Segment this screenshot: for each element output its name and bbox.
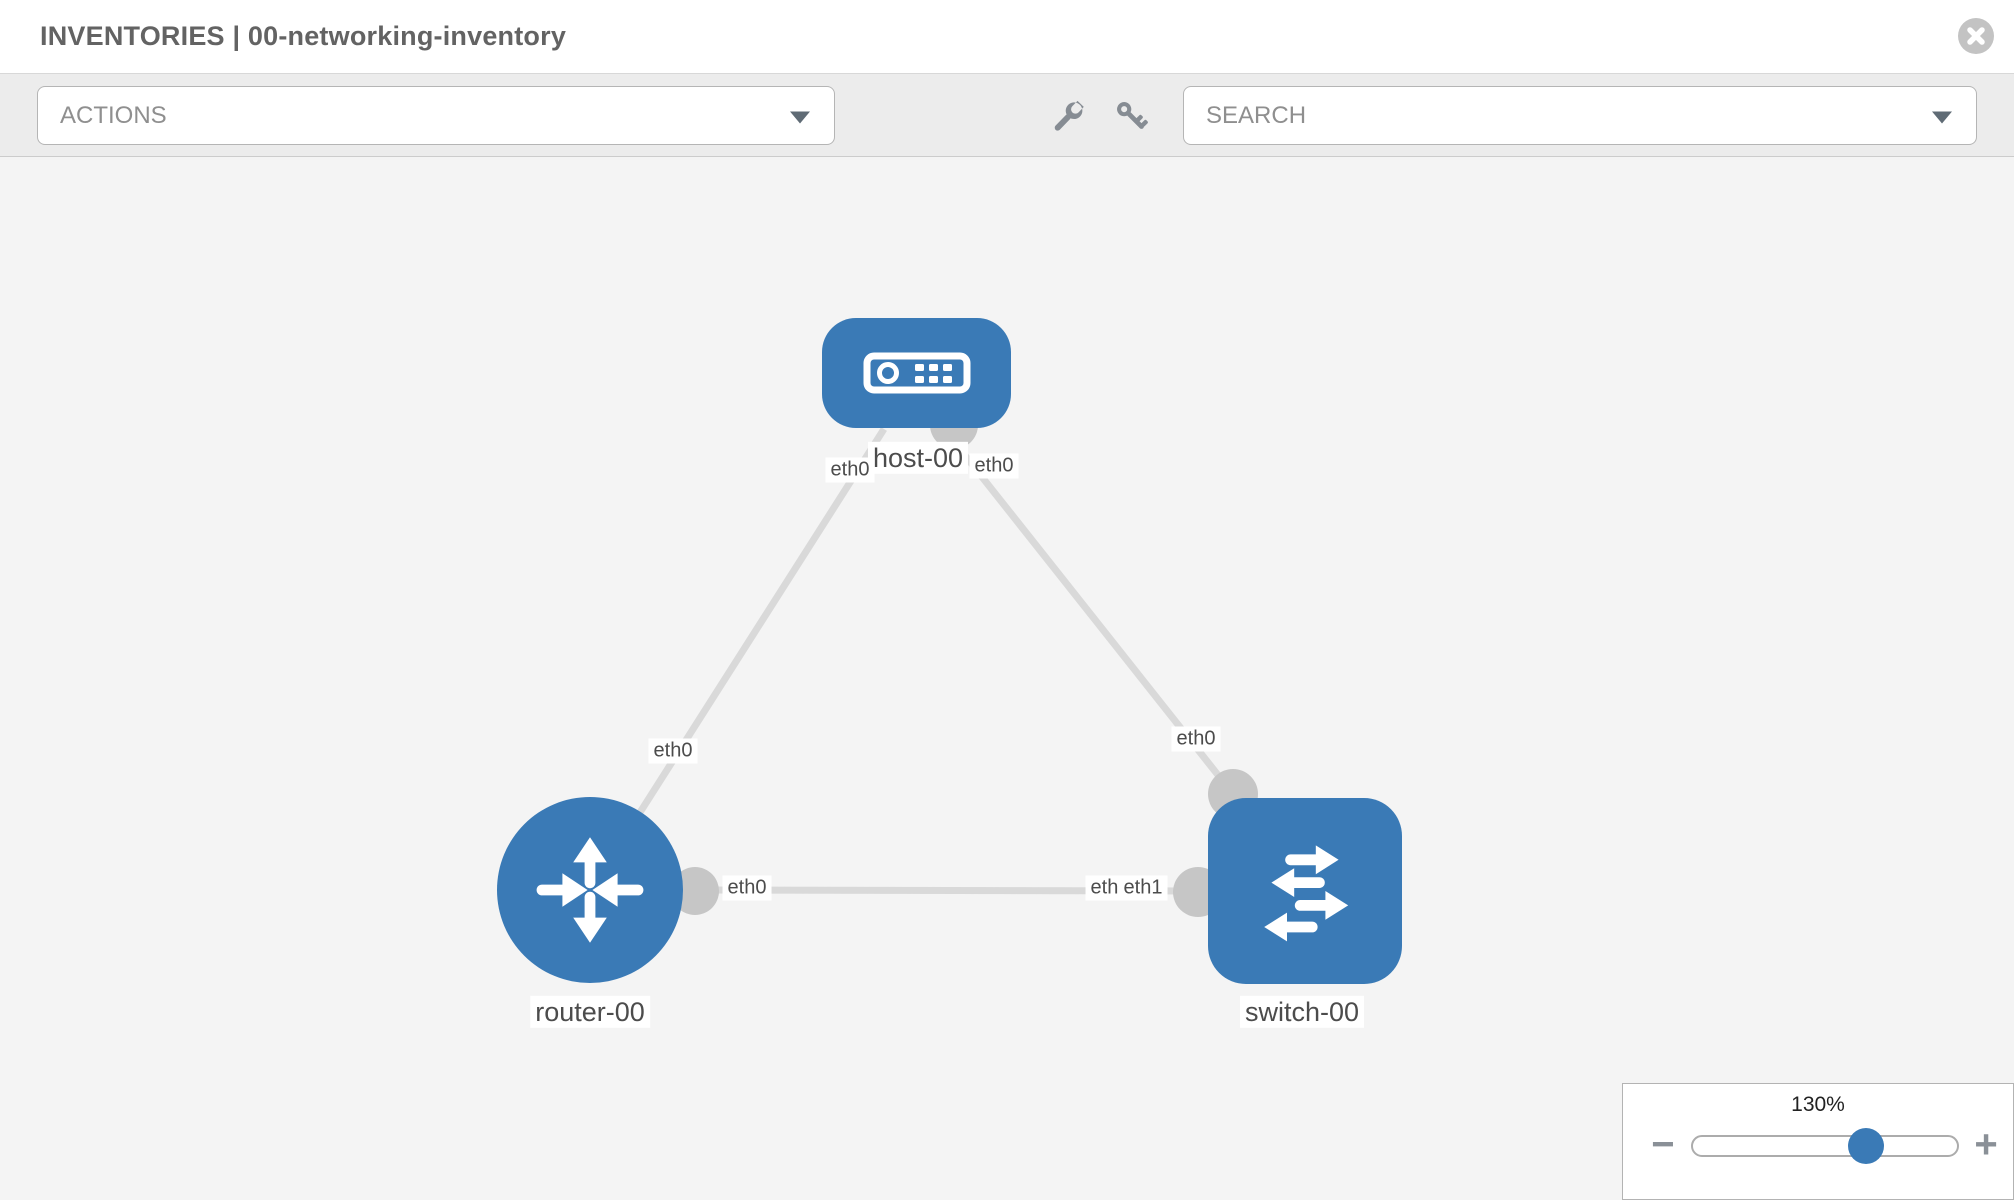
router-icon <box>536 837 644 943</box>
iface-label-router-right: eth0 <box>722 875 772 901</box>
caret-down-icon <box>790 110 810 123</box>
iface-label-host-left: eth0 <box>825 457 875 483</box>
node-label-router: router-00 <box>530 995 650 1029</box>
zoom-panel: 130% − + <box>1622 1083 2014 1200</box>
links-layer <box>587 401 1258 917</box>
topology-canvas[interactable]: host-00 router-00 switch-00 eth0 eth0 et… <box>0 158 2014 1200</box>
zoom-slider-row: − + <box>1623 1122 2013 1167</box>
switch-icon <box>1264 845 1349 942</box>
zoom-level: 130% <box>1791 1093 1845 1116</box>
close-button[interactable] <box>1958 18 1994 54</box>
zoom-slider-track[interactable] <box>1691 1128 1959 1164</box>
iface-label-router-top: eth0 <box>648 738 698 764</box>
page-title: INVENTORIES | 00-networking-inventory <box>40 21 567 51</box>
node-label-host: host-00 <box>867 441 969 475</box>
zoom-in-button[interactable]: + <box>1974 1122 1998 1167</box>
actions-dropdown-label: ACTIONS <box>60 101 167 129</box>
zoom-out-button[interactable]: − <box>1651 1122 1675 1167</box>
iface-label-switch-top: eth0 <box>1171 726 1221 752</box>
node-switch-00[interactable] <box>1208 798 1402 984</box>
close-icon <box>1967 27 1985 45</box>
search-dropdown-label: SEARCH <box>1206 101 1307 129</box>
connector-router-right <box>671 867 719 915</box>
host-icon <box>863 352 970 394</box>
wrench-icon[interactable] <box>1049 98 1087 136</box>
actions-dropdown[interactable]: ACTIONS <box>37 86 835 145</box>
header: INVENTORIES | 00-networking-inventory <box>0 0 2014 73</box>
node-host-00[interactable] <box>822 318 1011 428</box>
toolbar: ACTIONS SEARCH <box>0 73 2014 157</box>
iface-label-host-right: eth0 <box>969 453 1019 479</box>
key-icon[interactable] <box>1113 98 1151 136</box>
node-router-00[interactable] <box>497 797 683 983</box>
zoom-slider-handle[interactable] <box>1848 1128 1884 1164</box>
caret-down-icon <box>1932 110 1952 123</box>
node-label-switch: switch-00 <box>1239 995 1365 1029</box>
search-dropdown[interactable]: SEARCH <box>1183 86 1977 145</box>
iface-label-switch-left: eth1 <box>1118 875 1168 901</box>
